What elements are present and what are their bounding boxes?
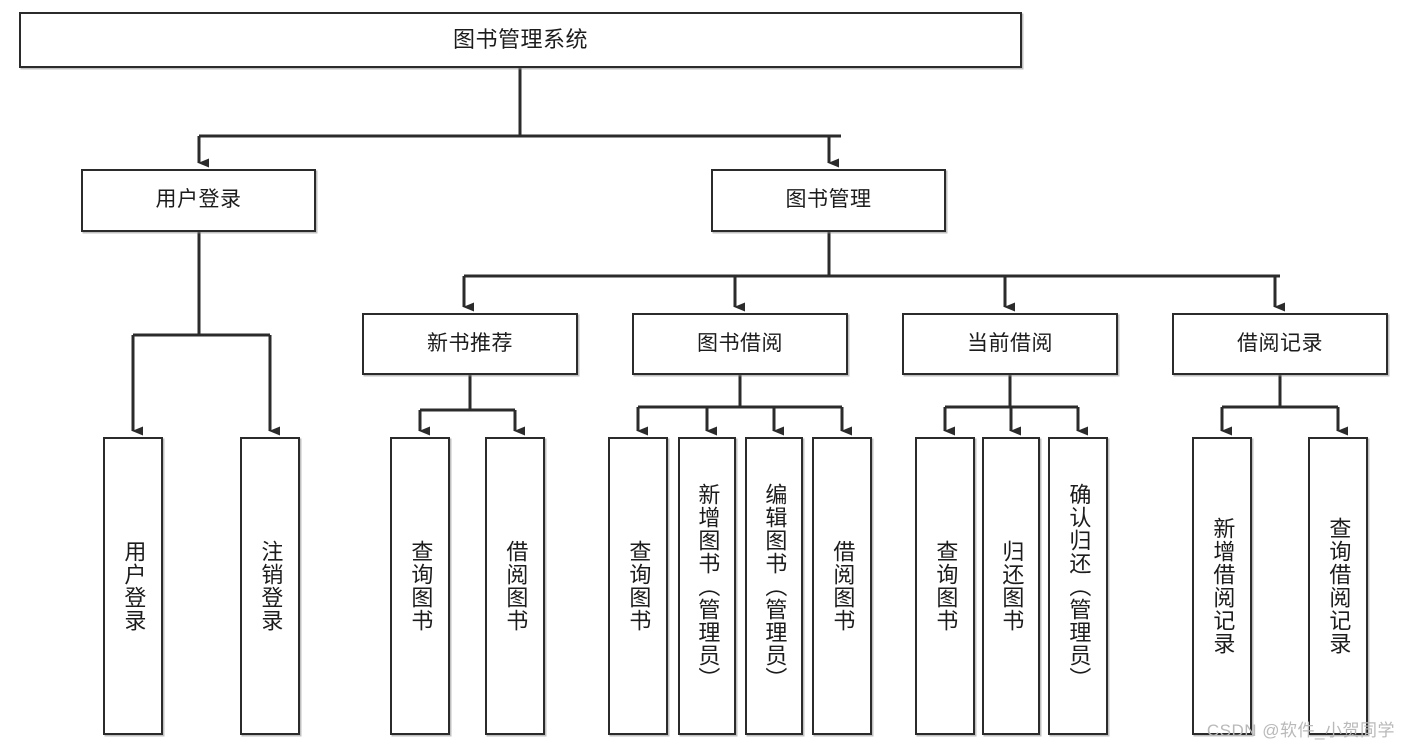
leaf-book-borrow-query-books[interactable]: 查询图书 — [608, 437, 668, 735]
node-label: 新书推荐 — [427, 331, 513, 355]
node-borrow-records[interactable]: 借阅记录 — [1172, 313, 1388, 375]
leaf-borrow-record-add-record[interactable]: 新增借阅记录 — [1192, 437, 1252, 735]
leaf-book-borrow-add-book-admin[interactable]: 新增图书（管理员） — [678, 437, 736, 735]
leaf-current-borrow-confirm-return-admin[interactable]: 确认归还（管理员） — [1048, 437, 1108, 735]
node-label: 图书管理 — [785, 188, 872, 212]
node-label: 编辑图书（管理员） — [762, 482, 788, 690]
leaf-current-borrow-query-books[interactable]: 查询图书 — [915, 437, 975, 735]
leaf-user-login-sign-out[interactable]: 注销登录 — [240, 437, 300, 735]
node-label: 查询图书 — [408, 540, 434, 632]
node-label: 借阅记录 — [1237, 331, 1323, 355]
node-label: 查询借阅记录 — [1326, 517, 1352, 655]
node-label: 用户登录 — [121, 540, 147, 632]
leaf-book-borrow-borrow-books[interactable]: 借阅图书 — [812, 437, 872, 735]
node-new-book-recommendation[interactable]: 新书推荐 — [362, 313, 578, 375]
node-label: 借阅图书 — [503, 540, 529, 632]
node-label: 查询图书 — [626, 540, 652, 632]
leaf-book-borrow-edit-book-admin[interactable]: 编辑图书（管理员） — [745, 437, 803, 735]
csdn-watermark: CSDN @软件_小贺同学 — [1206, 721, 1395, 740]
leaf-user-login-sign-in[interactable]: 用户登录 — [103, 437, 163, 735]
node-label: 图书管理系统 — [452, 27, 588, 53]
node-root-book-management-system[interactable]: 图书管理系统 — [19, 12, 1022, 68]
node-label: 新增借阅记录 — [1210, 517, 1236, 655]
node-label: 借阅图书 — [830, 540, 856, 632]
leaf-new-book-query-books[interactable]: 查询图书 — [390, 437, 450, 735]
node-book-borrowing[interactable]: 图书借阅 — [632, 313, 848, 375]
node-label: 注销登录 — [258, 540, 284, 632]
node-book-management[interactable]: 图书管理 — [711, 169, 946, 232]
node-current-borrowing[interactable]: 当前借阅 — [902, 313, 1118, 375]
node-label: 图书借阅 — [697, 331, 783, 355]
leaf-new-book-borrow-books[interactable]: 借阅图书 — [485, 437, 545, 735]
node-label: 当前借阅 — [967, 331, 1053, 355]
node-label: 用户登录 — [155, 188, 242, 212]
node-label: 归还图书 — [999, 540, 1025, 632]
node-label: 确认归还（管理员） — [1066, 482, 1092, 690]
node-label: 新增图书（管理员） — [695, 482, 721, 690]
node-label: 查询图书 — [933, 540, 959, 632]
node-user-login[interactable]: 用户登录 — [81, 169, 316, 232]
leaf-current-borrow-return-books[interactable]: 归还图书 — [982, 437, 1040, 735]
leaf-borrow-record-query-record[interactable]: 查询借阅记录 — [1308, 437, 1368, 735]
